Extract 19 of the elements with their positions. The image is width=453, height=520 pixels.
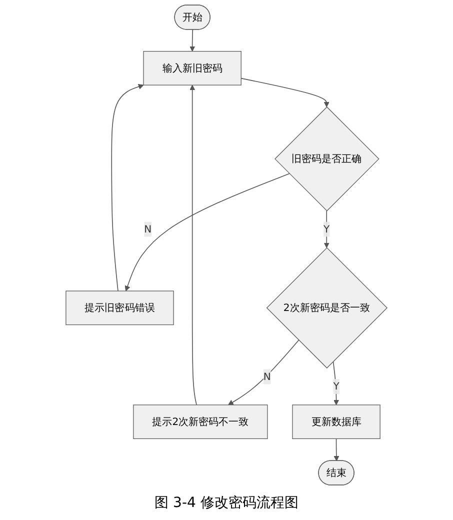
node-box: 提示旧密码错误 (66, 290, 174, 326)
arrow (334, 438, 340, 462)
arrow (228, 340, 300, 406)
node-box: 输入新旧密码 (143, 51, 242, 86)
node-box: 更新数据库 (292, 404, 380, 439)
arrow (332, 361, 340, 406)
arrow (190, 29, 196, 52)
edge-label: N (263, 370, 271, 382)
node-box: 提示2次新密码不一致 (133, 404, 268, 439)
edge-label: Y (324, 223, 330, 235)
node-diamond: 2次新密码是否一致 (266, 247, 388, 368)
node-diamond: 旧密码是否正确 (274, 106, 380, 212)
edge-label: Y (333, 380, 340, 392)
arrow (240, 78, 330, 108)
arrow (111, 84, 144, 292)
edge-label: N (144, 223, 152, 235)
arrow (124, 173, 290, 292)
arrow (190, 84, 197, 406)
figure-caption: 图 3-4 修改密码流程图 (154, 494, 298, 513)
